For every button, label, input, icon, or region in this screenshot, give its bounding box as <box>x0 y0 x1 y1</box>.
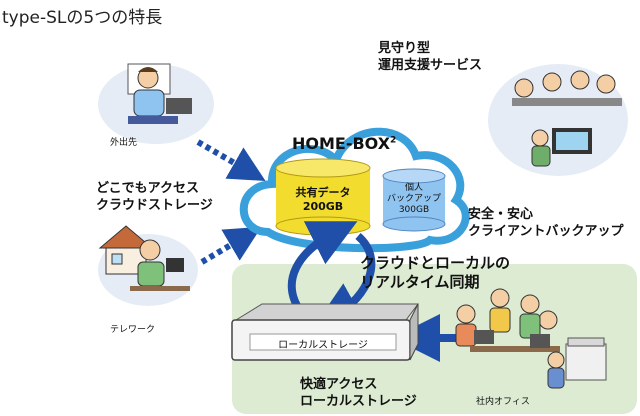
dotted-arrow-outside <box>196 139 266 181</box>
feature-access-anywhere: どこでもアクセス クラウドストレージ <box>96 180 213 214</box>
personal-backup-cylinder <box>382 168 446 232</box>
feature-fast-access: 快適アクセス ローカルストレージ <box>300 376 417 410</box>
feature-fast-access-line1: 快適アクセス <box>300 377 378 392</box>
telework-illustration <box>98 225 198 306</box>
feature-sync-line2: リアルタイム同期 <box>360 273 480 291</box>
shared-data-label: 共有データ 200GB <box>276 186 370 214</box>
feature-safe-backup-line1: 安全・安心 <box>468 207 534 222</box>
feature-access-anywhere-line1: どこでもアクセス <box>96 181 199 196</box>
local-storage-device <box>231 303 419 361</box>
personal-backup-label: 個人 バックアップ 300GB <box>383 183 445 216</box>
feature-sync: クラウドとローカルの リアルタイム同期 <box>360 254 510 292</box>
cloud-name: HOME-BOX <box>292 134 391 153</box>
feature-monitoring-line2: 運用支援サービス <box>378 58 483 73</box>
outside-worker-illustration <box>98 63 214 144</box>
shared-data-name: 共有データ <box>295 186 351 199</box>
feature-fast-access-line2: ローカルストレージ <box>300 394 417 409</box>
dotted-arrow-telework <box>200 226 262 265</box>
office-workers-illustration <box>455 288 607 389</box>
personal-backup-line2: バックアップ <box>386 194 441 204</box>
device-label: ローカルストレージ <box>278 340 368 351</box>
page-title: type-SLの5つの特長 <box>2 8 163 28</box>
feature-safe-backup-line2: クライアントバックアップ <box>468 224 624 239</box>
cloud-title: HOME-BOX2 <box>292 134 396 153</box>
location-outside: 外出先 <box>110 138 138 148</box>
location-telework: テレワーク <box>110 325 156 335</box>
monitoring-support-illustration <box>488 64 628 176</box>
personal-backup-line1: 個人 <box>404 183 423 193</box>
location-office: 社内オフィス <box>476 397 530 407</box>
cloud-superscript: 2 <box>390 135 397 146</box>
feature-safe-backup: 安全・安心 クライアントバックアップ <box>468 206 623 240</box>
feature-monitoring: 見守り型 運用支援サービス <box>378 40 482 74</box>
feature-sync-line1: クラウドとローカルの <box>360 254 511 272</box>
shared-data-size: 200GB <box>302 200 344 213</box>
feature-monitoring-line1: 見守り型 <box>378 41 431 56</box>
personal-backup-size: 300GB <box>398 205 430 215</box>
feature-access-anywhere-line2: クラウドストレージ <box>96 198 213 213</box>
